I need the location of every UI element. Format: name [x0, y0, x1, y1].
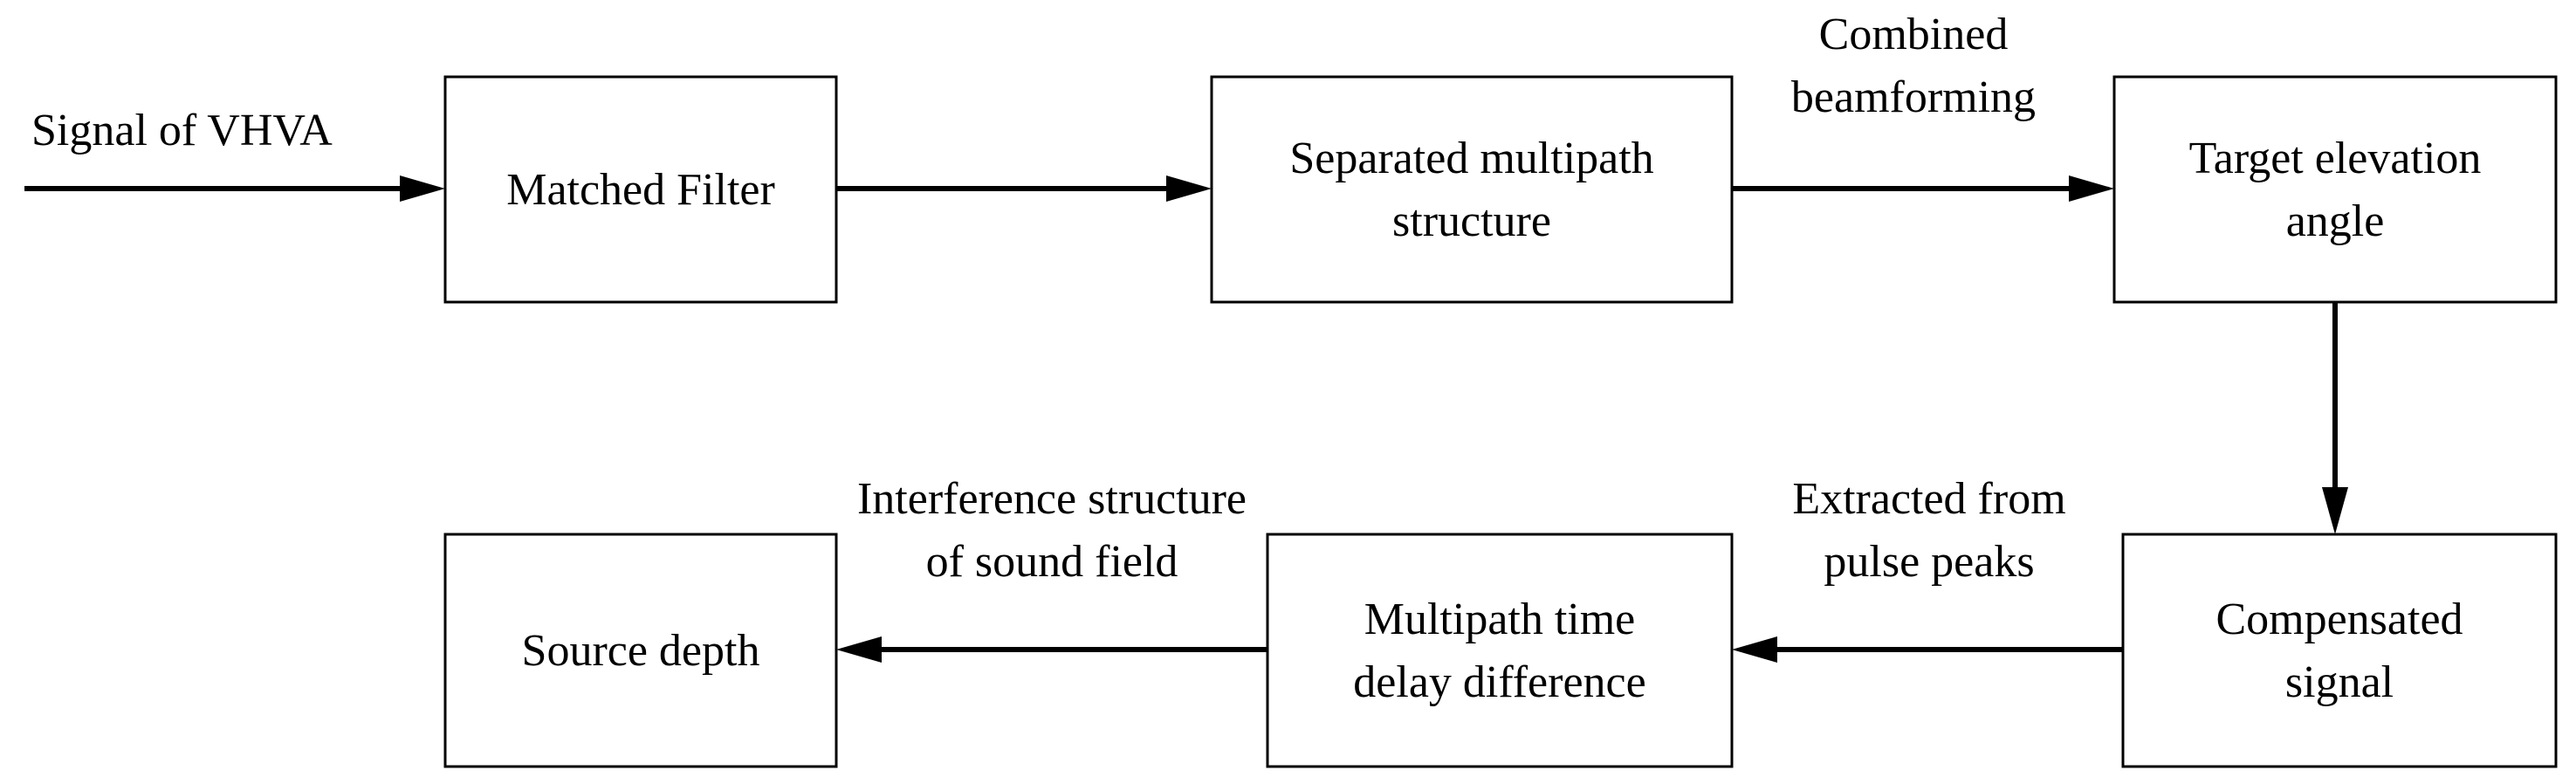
arrow-head-multipath-time-delay	[1732, 636, 1777, 663]
node-compensated-signal: Compensated signal	[2121, 533, 2558, 768]
extracted-from-pulse-peaks-label-line1: Extracted from	[1792, 474, 2065, 524]
separated-multipath-label-line1: Separated multipath	[1289, 134, 1653, 183]
node-target-elevation: Target elevation angle	[2112, 75, 2558, 304]
node-multipath-time-delay: Multipath time delay difference	[1266, 533, 1734, 768]
multipath-time-delay-label-line2: delay difference	[1353, 657, 1645, 707]
target-elevation-label-line1: Target elevation	[2189, 134, 2482, 183]
input-signal-label: Signal of VHVA	[31, 106, 333, 155]
node-source-depth: Source depth	[443, 533, 838, 768]
edges	[24, 175, 2348, 663]
node-matched-filter: Matched Filter	[443, 75, 838, 304]
compensated-signal-label-line1: Compensated	[2215, 595, 2463, 644]
matched-filter-label: Matched Filter	[506, 165, 775, 215]
combined-beamforming-label-line1: Combined	[1819, 10, 2009, 59]
interference-structure-label-line1: Interference structure	[857, 474, 1247, 524]
source-depth-label: Source depth	[522, 626, 760, 676]
compensated-signal-label-line2: signal	[2285, 657, 2394, 707]
node-separated-multipath: Separated multipath structure	[1210, 75, 1734, 304]
arrow-head-separated-multipath	[1166, 175, 1212, 202]
separated-multipath-label-line2: structure	[1392, 196, 1551, 246]
interference-structure-label-line2: of sound field	[926, 537, 1178, 587]
arrow-head-compensated-signal	[2322, 487, 2348, 534]
edge-labels: Signal of VHVA Combined beamforming Extr…	[31, 10, 2066, 587]
target-elevation-label-line2: angle	[2286, 196, 2385, 246]
arrow-head-source-depth	[836, 636, 882, 663]
nodes: Matched Filter Separated multipath struc…	[443, 75, 2558, 768]
multipath-time-delay-label-line1: Multipath time	[1364, 595, 1636, 644]
extracted-from-pulse-peaks-label-line2: pulse peaks	[1824, 537, 2034, 587]
arrow-head-matched-filter	[400, 175, 445, 202]
arrow-head-target-elevation	[2069, 175, 2114, 202]
combined-beamforming-label-line2: beamforming	[1791, 72, 2036, 122]
